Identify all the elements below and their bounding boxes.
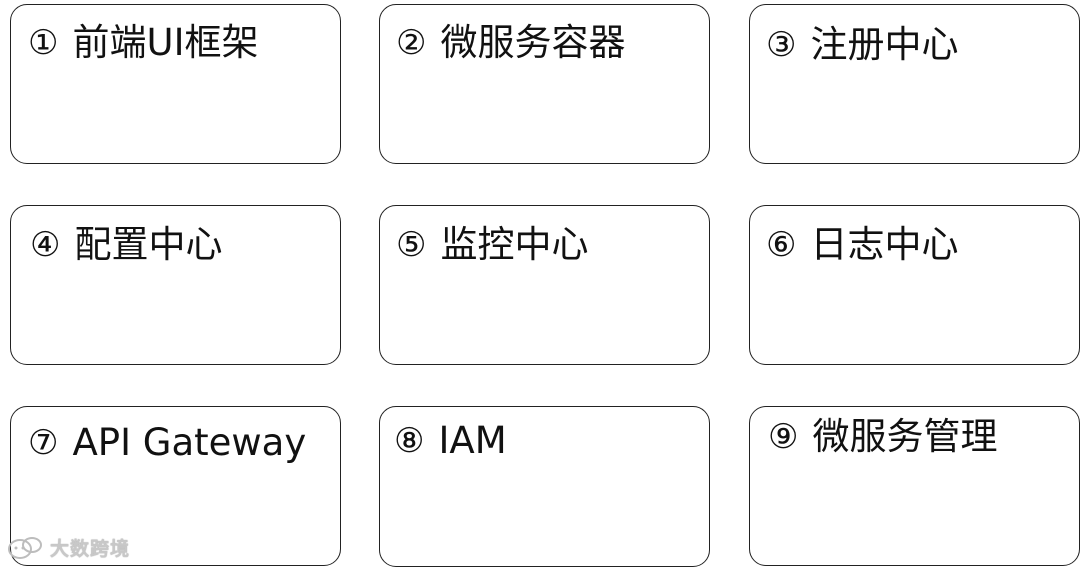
component-label-config-center: ④ 配置中心 <box>30 226 222 263</box>
circled-number-5: ⑤ <box>396 224 427 265</box>
component-label-log-center: ⑥ 日志中心 <box>766 226 958 263</box>
circled-number-7: ⑦ <box>28 422 59 463</box>
wechat-logo-icon <box>6 536 46 560</box>
component-title: 注册中心 <box>810 23 959 66</box>
watermark: 大数跨境 <box>6 534 130 561</box>
component-box-registry <box>749 4 1080 164</box>
component-title: 配置中心 <box>74 223 223 266</box>
circled-number-4: ④ <box>30 224 61 265</box>
circled-number-9: ⑨ <box>768 416 799 457</box>
component-label-api-gateway: ⑦ API Gateway <box>28 424 306 461</box>
component-title: IAM <box>438 419 507 462</box>
component-title: 微服务容器 <box>440 21 626 64</box>
component-label-monitoring-center: ⑤ 监控中心 <box>396 226 588 263</box>
circled-number-3: ③ <box>766 24 797 65</box>
component-box-frontend-ui <box>10 4 341 164</box>
watermark-text: 大数跨境 <box>50 538 131 560</box>
circled-number-8: ⑧ <box>394 420 425 461</box>
circled-number-6: ⑥ <box>766 224 797 265</box>
component-title: API Gateway <box>72 421 307 464</box>
component-box-api-gateway <box>10 406 341 566</box>
component-box-config-center <box>10 205 341 365</box>
circled-number-2: ② <box>396 22 427 63</box>
component-box-monitoring-center <box>379 205 710 365</box>
component-box-microservice-container <box>379 4 710 164</box>
component-title: 微服务管理 <box>812 415 998 458</box>
component-label-microservice-container: ② 微服务容器 <box>396 24 625 61</box>
component-box-iam <box>379 406 710 567</box>
component-label-frontend-ui: ① 前端UI框架 <box>28 24 258 61</box>
component-title: 日志中心 <box>810 223 959 266</box>
component-label-microservice-management: ⑨ 微服务管理 <box>768 418 997 455</box>
component-box-microservice-management <box>749 406 1080 566</box>
component-label-registry: ③ 注册中心 <box>766 26 958 63</box>
circled-number-1: ① <box>28 22 59 63</box>
component-box-log-center <box>749 205 1080 365</box>
component-title: 前端UI框架 <box>72 21 259 64</box>
component-title: 监控中心 <box>440 223 589 266</box>
component-label-iam: ⑧ IAM <box>394 422 507 459</box>
